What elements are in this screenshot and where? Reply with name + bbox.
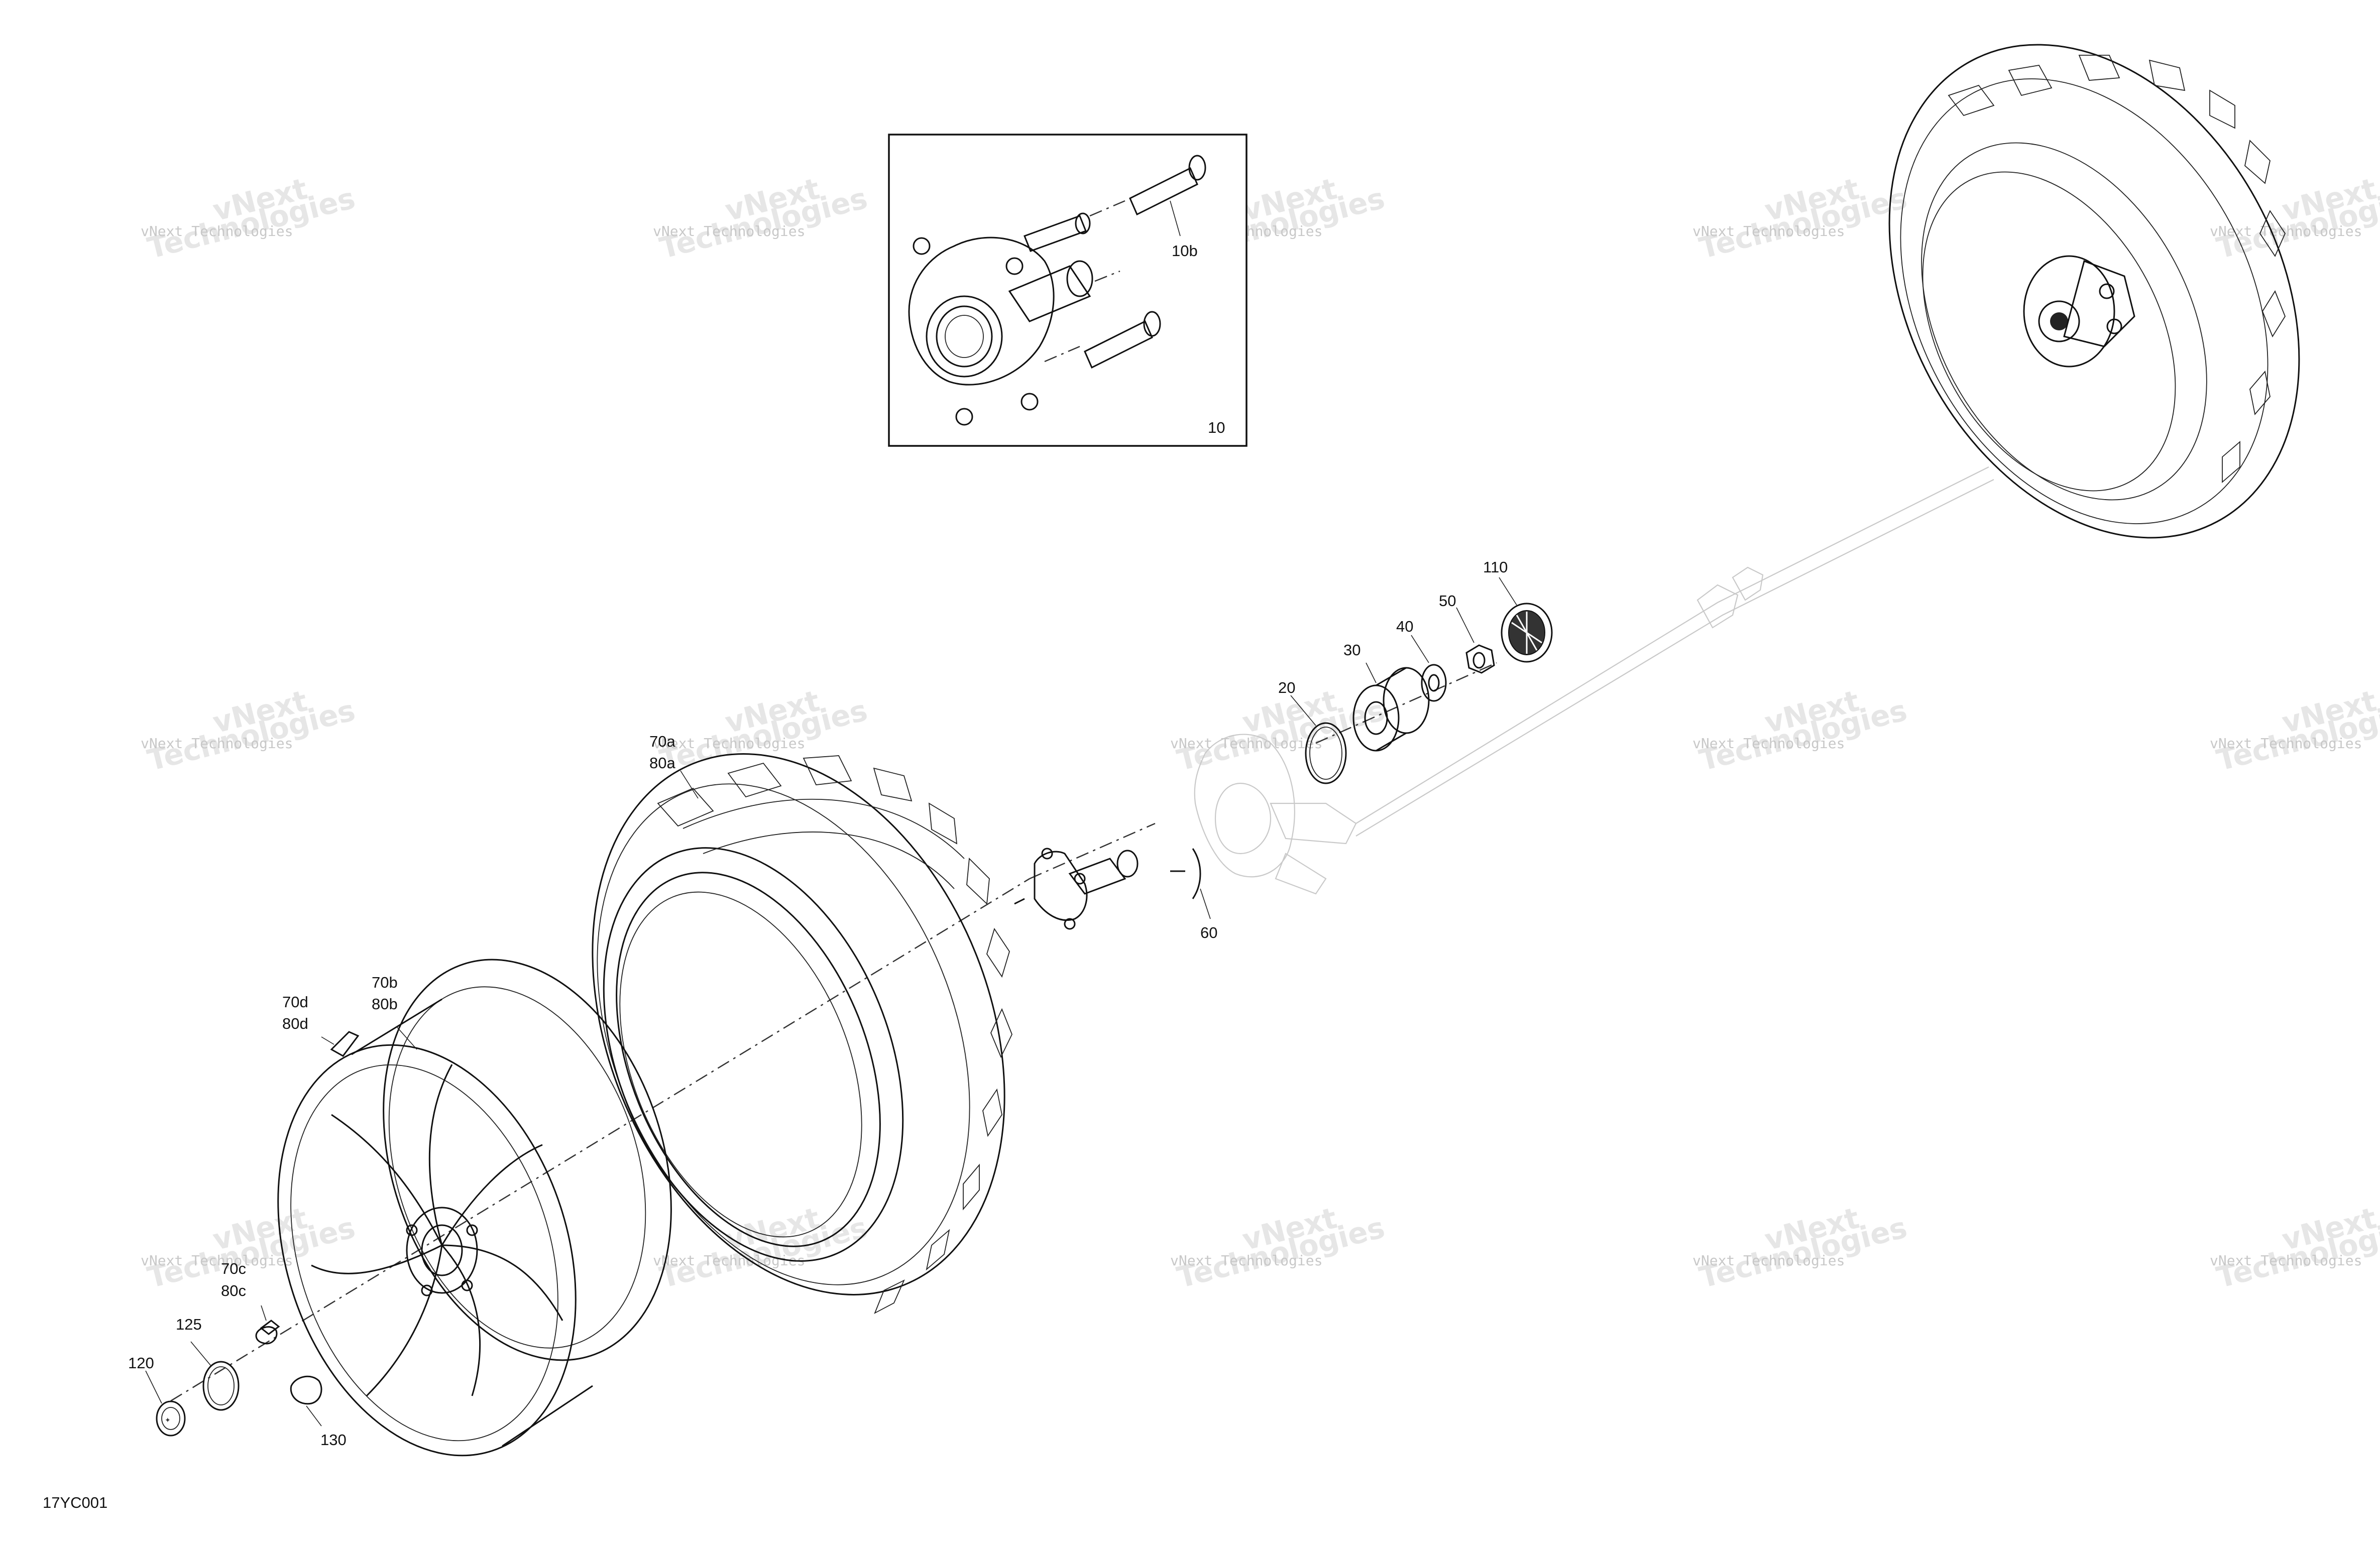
part-130-lug-nut <box>290 1375 322 1427</box>
watermark-company: vNext Technologies <box>2210 735 2362 752</box>
callout-80c: 80c <box>221 1282 246 1299</box>
watermark-company: vNext Technologies <box>141 1252 293 1269</box>
part-70d-valve-cap <box>321 1031 360 1057</box>
callout-70a: 70a <box>649 733 675 750</box>
callout-70b: 70b <box>372 974 398 991</box>
part-110-hub-cap: 110 <box>1483 558 1553 663</box>
callout-120: 120 <box>128 1354 154 1372</box>
callout-20: 20 <box>1278 679 1295 696</box>
callout-130: 130 <box>320 1431 347 1449</box>
callout-10b: 10b <box>1172 242 1198 260</box>
part-20-snap-ring: 20 <box>1278 679 1347 784</box>
watermark-company: vNext Technologies <box>141 735 293 752</box>
callout-40: 40 <box>1396 618 1413 635</box>
part-60-clip: 60 <box>1170 848 1217 941</box>
watermark-company: vNext Technologies <box>2210 1252 2362 1269</box>
centerline-segment-hub <box>1029 822 1156 880</box>
diagram-code: 17YC001 <box>43 1494 107 1511</box>
part-50-nut: 50 <box>1439 592 1495 674</box>
leader-70b <box>396 1026 417 1050</box>
inset-frame <box>888 134 1248 447</box>
watermark-company: vNext Technologies <box>653 223 805 240</box>
watermark-company: vNext Technologies <box>653 735 805 752</box>
watermark-company: vNext Technologies <box>141 223 293 240</box>
watermark-company: vNext Technologies <box>1170 735 1322 752</box>
leader-70a <box>680 770 699 799</box>
part-30-bearing: 30 <box>1343 641 1430 752</box>
watermark-company: vNext Technologies <box>1692 1252 1845 1269</box>
callout-80d: 80d <box>282 1015 308 1032</box>
part-40-washer: 40 <box>1396 618 1447 702</box>
part-125-valve-ring <box>190 1341 240 1411</box>
part-70c-valve-stem <box>255 1305 280 1345</box>
callout-80b: 80b <box>372 995 398 1013</box>
watermark-company: vNext Technologies <box>2210 223 2362 240</box>
watermark-company: vNext Technologies <box>1692 223 1845 240</box>
callout-80a: 80a <box>649 754 675 772</box>
far-wheel-ghost <box>1888 44 2300 539</box>
watermark-company: vNext Technologies <box>1692 735 1845 752</box>
watermark-company: vNext Technologies <box>653 1252 805 1269</box>
cap-emblem-icon: ✦ <box>165 1416 171 1425</box>
inset-label-10: 10 <box>1208 419 1225 436</box>
watermark-company: vNext Technologies <box>1170 1252 1322 1269</box>
callout-60: 60 <box>1200 924 1217 941</box>
callout-50: 50 <box>1439 592 1456 610</box>
callout-70c: 70c <box>221 1260 246 1277</box>
callout-110: 110 <box>1483 558 1508 576</box>
assembly-centerline <box>170 878 1030 1402</box>
callout-70d: 70d <box>282 993 308 1011</box>
callout-30: 30 <box>1343 641 1361 659</box>
axle-ghost <box>1194 466 1994 895</box>
part-120-center-cap: ✦ <box>145 1370 186 1437</box>
centerline-segment-bearing <box>1315 662 1497 744</box>
callout-125: 125 <box>176 1316 202 1333</box>
front-tire <box>592 753 1012 1314</box>
wheel-hub <box>1014 848 1139 930</box>
inset-hub-detail: 10b 10 <box>888 134 1248 447</box>
